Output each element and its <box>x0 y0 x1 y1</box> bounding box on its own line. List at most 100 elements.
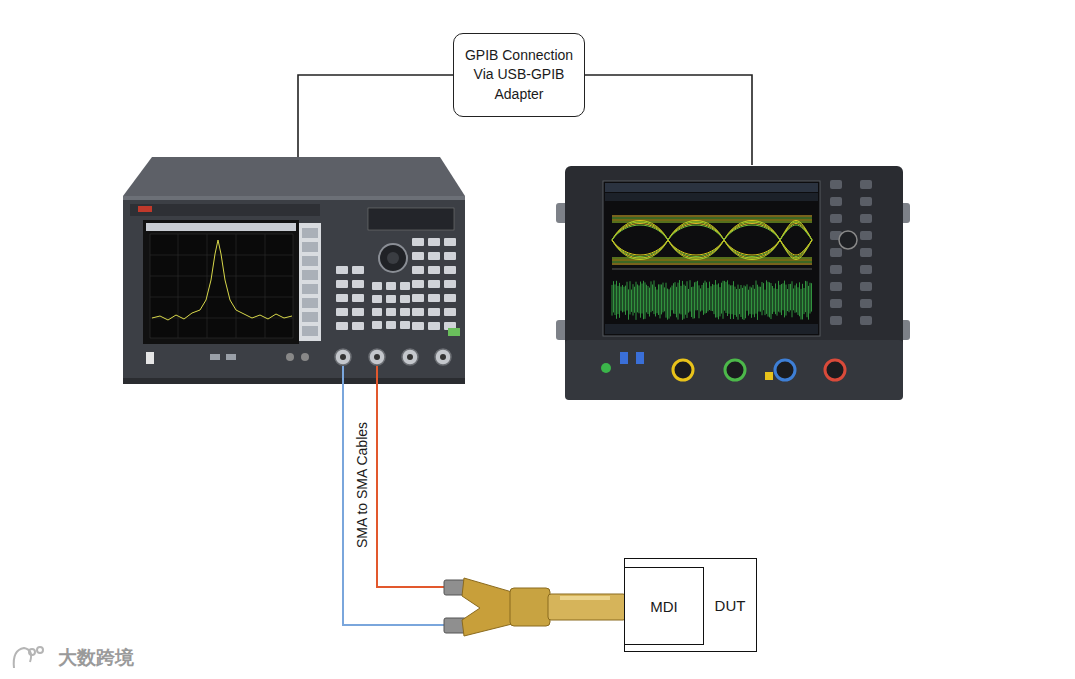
gpib-wire <box>298 75 453 157</box>
oscilloscope <box>860 299 872 308</box>
oscilloscope <box>636 352 644 364</box>
oscilloscope <box>724 240 780 260</box>
oscilloscope <box>668 221 724 241</box>
oscilloscope <box>603 181 820 336</box>
network-analyzer <box>400 308 410 316</box>
network-analyzer <box>236 234 237 338</box>
network-analyzer <box>372 308 382 316</box>
oscilloscope <box>668 218 724 262</box>
network-analyzer <box>299 223 321 341</box>
oscilloscope <box>673 360 845 380</box>
network-analyzer <box>150 234 293 338</box>
network-analyzer <box>336 308 348 316</box>
oscilloscope <box>765 372 773 380</box>
network-analyzer <box>400 282 410 290</box>
oscilloscope <box>724 221 780 241</box>
oscilloscope <box>830 316 842 325</box>
oscilloscope <box>612 220 668 260</box>
network-analyzer <box>302 298 318 308</box>
oscilloscope <box>725 360 745 380</box>
sma-cable <box>343 366 448 625</box>
oscilloscope <box>565 166 903 400</box>
network-analyzer <box>428 294 440 302</box>
network-analyzer <box>336 322 348 330</box>
oscilloscope <box>830 282 842 291</box>
oscilloscope <box>668 225 724 240</box>
oscilloscope <box>612 240 668 255</box>
watermark-logo <box>29 649 35 655</box>
oscilloscope <box>775 360 795 380</box>
oscilloscope <box>612 240 668 257</box>
oscilloscope <box>668 240 724 258</box>
oscilloscope <box>673 360 693 380</box>
network-analyzer <box>123 378 465 384</box>
network-analyzer <box>435 349 451 365</box>
network-analyzer <box>352 322 364 330</box>
network-analyzer <box>428 322 440 330</box>
cable-label: SMA to SMA Cables <box>354 422 370 548</box>
network-analyzer <box>412 308 424 316</box>
network-analyzer <box>123 196 465 200</box>
oscilloscope <box>780 240 812 258</box>
oscilloscope <box>612 216 668 264</box>
network-analyzer <box>207 234 208 338</box>
probe-adapter <box>510 588 550 626</box>
probe-adapter <box>444 578 626 636</box>
oscilloscope <box>839 231 857 249</box>
oscilloscope <box>668 240 724 255</box>
oscilloscope <box>668 216 724 264</box>
oscilloscope <box>830 197 842 206</box>
network-analyzer <box>152 240 292 320</box>
network-analyzer <box>123 157 465 384</box>
watermark-logo <box>14 647 43 668</box>
network-analyzer <box>412 322 424 330</box>
oscilloscope <box>668 220 724 260</box>
network-analyzer <box>412 238 424 246</box>
network-analyzer <box>123 196 465 384</box>
probe-adapter <box>560 596 610 600</box>
oscilloscope <box>601 363 611 373</box>
network-analyzer <box>428 280 440 288</box>
network-analyzer <box>407 354 413 360</box>
oscilloscope <box>860 282 872 291</box>
oscilloscope <box>724 240 780 257</box>
network-analyzer <box>150 234 293 338</box>
oscilloscope <box>668 240 724 260</box>
network-analyzer <box>386 282 396 290</box>
oscilloscope <box>620 352 628 364</box>
oscilloscope <box>605 193 818 201</box>
oscilloscope <box>668 222 724 240</box>
network-analyzer <box>340 354 446 360</box>
network-analyzer <box>428 308 440 316</box>
oscilloscope <box>612 218 668 262</box>
oscilloscope <box>825 360 845 380</box>
network-analyzer <box>336 280 348 288</box>
oscilloscope <box>830 214 842 223</box>
oscilloscope <box>612 221 668 241</box>
network-analyzer <box>444 252 456 260</box>
network-analyzer <box>352 266 364 274</box>
network-analyzer <box>428 252 440 260</box>
oscilloscope <box>605 183 818 192</box>
sma-cable <box>377 366 448 587</box>
oscilloscope <box>612 224 668 241</box>
network-analyzer <box>440 354 446 360</box>
gpib-wire <box>580 75 752 165</box>
oscilloscope <box>780 221 812 241</box>
network-analyzer <box>412 294 424 302</box>
network-analyzer <box>444 294 456 302</box>
network-analyzer <box>143 220 299 344</box>
oscilloscope <box>724 216 780 264</box>
oscilloscope <box>605 324 818 334</box>
oscilloscope <box>780 224 812 241</box>
network-analyzer <box>352 294 364 302</box>
network-analyzer <box>302 312 318 322</box>
oscilloscope <box>724 218 780 262</box>
oscilloscope <box>724 240 780 255</box>
oscilloscope <box>780 225 812 240</box>
probe-adapter <box>548 594 626 620</box>
network-analyzer <box>428 238 440 246</box>
network-analyzer <box>352 308 364 316</box>
network-analyzer <box>412 252 424 260</box>
